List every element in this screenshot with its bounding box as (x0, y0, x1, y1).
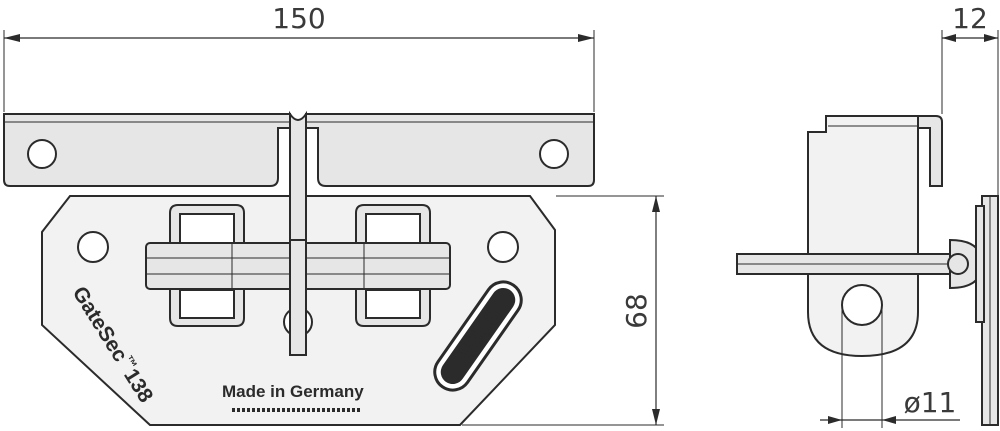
width-dimension-label: 150 (272, 2, 325, 35)
hole-dimension-label: ø11 (904, 386, 957, 419)
left-slide-window-top (179, 213, 235, 245)
side-base-plate-step (975, 205, 985, 323)
plate-hole-left (77, 231, 109, 263)
front-view: GateSec™138 Made in Germany ABUS (3, 110, 595, 426)
side-hole (841, 284, 883, 326)
width-arrow-right (578, 34, 594, 42)
hole-arrow-left (828, 416, 842, 424)
right-bracket-hole (539, 139, 569, 169)
width-arrow-left (4, 34, 20, 42)
plate-hole-right (487, 231, 519, 263)
brand-badge: ABUS (433, 280, 523, 392)
left-bracket (3, 113, 291, 187)
side-bracket-lip (917, 115, 943, 187)
hole-arrow-right (882, 416, 896, 424)
right-slide-window-top (365, 213, 421, 245)
depth-arrow-right (984, 34, 998, 42)
right-slide-window-bottom (365, 289, 421, 319)
dimensions: 150 12 68 ø11 (3, 2, 999, 428)
height-dimension-label: 68 (620, 293, 653, 329)
depth-arrow-left (942, 34, 956, 42)
left-bracket-hole (27, 139, 57, 169)
brand-badge-inner (440, 287, 516, 385)
height-arrow-top (652, 196, 660, 212)
side-hinge-pin (947, 253, 969, 275)
height-arrow-bottom (652, 409, 660, 425)
side-view (736, 115, 999, 426)
left-slide-window-bottom (179, 289, 235, 319)
made-in-marking: Made in Germany (222, 382, 364, 401)
centre-hinge-pin (289, 239, 307, 356)
side-bracket-body (807, 115, 933, 358)
depth-dimension-label: 12 (952, 2, 988, 35)
right-bracket (305, 113, 595, 187)
